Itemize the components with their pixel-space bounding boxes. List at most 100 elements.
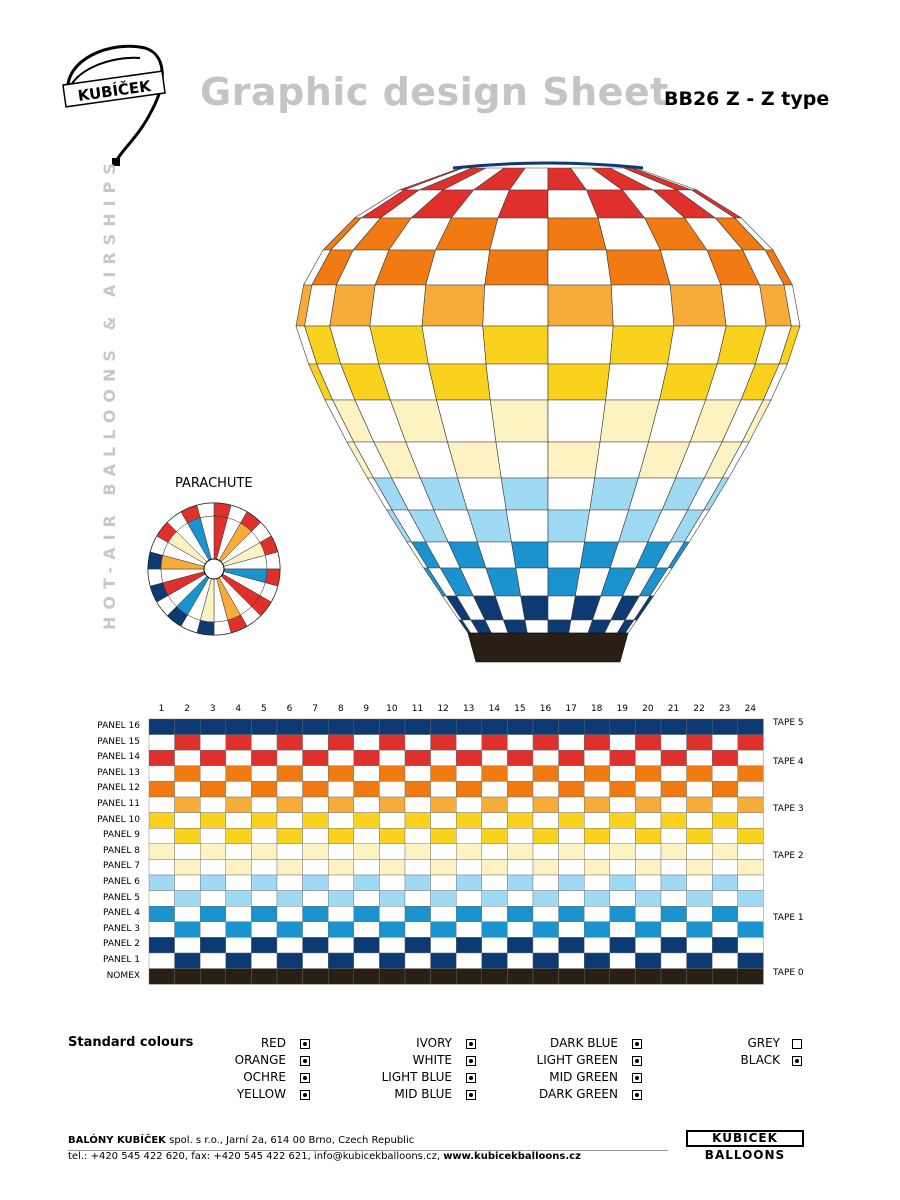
column-number: 20 bbox=[642, 704, 654, 714]
colour-name: DARK BLUE bbox=[550, 1036, 618, 1050]
balloon-panel bbox=[605, 249, 671, 286]
grid-cell bbox=[404, 750, 431, 767]
panel-label: PANEL 13 bbox=[97, 767, 140, 778]
balloon-panel bbox=[547, 567, 581, 597]
grid-cell bbox=[584, 781, 611, 798]
grid-cell bbox=[507, 968, 534, 985]
grid-cell bbox=[148, 952, 175, 969]
grid-cell bbox=[712, 890, 739, 907]
page-title: Graphic design Sheet bbox=[200, 70, 669, 114]
colour-checkbox[interactable] bbox=[792, 1056, 802, 1066]
colour-name: MID GREEN bbox=[549, 1070, 618, 1084]
grid-cell bbox=[660, 890, 687, 907]
footer-website-link[interactable]: www.kubicekballoons.cz bbox=[443, 1151, 581, 1162]
grid-cell bbox=[276, 812, 303, 829]
grid-cell bbox=[737, 968, 764, 985]
grid-cell bbox=[379, 734, 406, 751]
colour-checkbox[interactable] bbox=[632, 1073, 642, 1083]
grid-cell bbox=[276, 827, 303, 844]
balloon-panel bbox=[609, 325, 675, 365]
colour-checkbox[interactable] bbox=[466, 1039, 476, 1049]
grid-cell bbox=[302, 765, 329, 782]
grid-cell bbox=[327, 765, 354, 782]
grid-cell bbox=[584, 796, 611, 813]
grid-cell bbox=[148, 812, 175, 829]
panel-label: NOMEX bbox=[106, 970, 140, 981]
grid-cell bbox=[148, 718, 175, 735]
colour-checkbox[interactable] bbox=[466, 1056, 476, 1066]
grid-cell bbox=[404, 718, 431, 735]
grid-cell bbox=[456, 859, 483, 876]
grid-cell bbox=[353, 968, 380, 985]
balloon-panel bbox=[547, 509, 591, 543]
grid-cell bbox=[148, 921, 175, 938]
parachute-diagram bbox=[147, 502, 281, 636]
colour-checkbox[interactable] bbox=[466, 1090, 476, 1100]
grid-cell bbox=[148, 843, 175, 860]
colour-checkbox[interactable] bbox=[300, 1056, 310, 1066]
grid-cell bbox=[609, 812, 636, 829]
grid-cell bbox=[584, 890, 611, 907]
grid-cell bbox=[635, 874, 662, 891]
colour-name: ORANGE bbox=[234, 1053, 286, 1067]
colour-checkbox[interactable] bbox=[632, 1090, 642, 1100]
grid-cell bbox=[481, 921, 508, 938]
grid-cell bbox=[353, 874, 380, 891]
grid-cell bbox=[609, 890, 636, 907]
grid-cell bbox=[532, 937, 559, 954]
grid-cell bbox=[737, 890, 764, 907]
grid-cell bbox=[404, 781, 431, 798]
column-number: 1 bbox=[158, 704, 165, 714]
grid-cell bbox=[379, 718, 406, 735]
colour-checkbox[interactable] bbox=[300, 1039, 310, 1049]
model-name: BB26 Z - Z type bbox=[664, 88, 830, 110]
colour-checkbox[interactable] bbox=[300, 1073, 310, 1083]
grid-cell bbox=[635, 952, 662, 969]
column-number: 19 bbox=[616, 704, 629, 714]
grid-cell bbox=[251, 718, 278, 735]
grid-cell bbox=[430, 796, 457, 813]
colour-checkbox[interactable] bbox=[300, 1090, 310, 1100]
grid-cell bbox=[430, 968, 457, 985]
grid-cell bbox=[251, 796, 278, 813]
panel-label: PANEL 7 bbox=[102, 861, 140, 872]
grid-cell bbox=[635, 937, 662, 954]
column-number: 5 bbox=[261, 704, 267, 714]
grid-cell bbox=[302, 827, 329, 844]
grid-cell bbox=[532, 827, 559, 844]
grid-cell bbox=[430, 843, 457, 860]
grid-cell bbox=[404, 890, 431, 907]
grid-cell bbox=[174, 952, 201, 969]
grid-cell bbox=[609, 734, 636, 751]
grid-cell bbox=[353, 718, 380, 735]
balloon-panel bbox=[500, 477, 549, 511]
balloon-panel bbox=[495, 441, 549, 479]
grid-cell bbox=[507, 874, 534, 891]
grid-cell bbox=[174, 827, 201, 844]
colour-checkbox[interactable] bbox=[466, 1073, 476, 1083]
grid-cell bbox=[302, 781, 329, 798]
grid-cell bbox=[584, 765, 611, 782]
grid-cell bbox=[456, 718, 483, 735]
colour-checkbox[interactable] bbox=[632, 1056, 642, 1066]
grid-cell bbox=[507, 921, 534, 938]
grid-cell bbox=[404, 859, 431, 876]
grid-cell bbox=[737, 781, 764, 798]
grid-cell bbox=[379, 921, 406, 938]
column-number: 9 bbox=[363, 704, 370, 714]
grid-cell bbox=[737, 734, 764, 751]
grid-cell bbox=[686, 968, 713, 985]
grid-cell bbox=[174, 905, 201, 922]
grid-cell bbox=[507, 750, 534, 767]
colour-checkbox[interactable] bbox=[792, 1039, 802, 1049]
balloon-panel bbox=[547, 217, 607, 251]
footer-company: BALÓNY KUBÍČEK bbox=[68, 1135, 166, 1146]
grid-cell bbox=[584, 937, 611, 954]
grid-cell bbox=[481, 937, 508, 954]
colour-checkbox[interactable] bbox=[632, 1039, 642, 1049]
balloon-panel bbox=[610, 284, 675, 327]
balloon-panel bbox=[484, 249, 549, 286]
grid-cell bbox=[200, 718, 227, 735]
grid-cell bbox=[251, 843, 278, 860]
grid-cell bbox=[635, 905, 662, 922]
